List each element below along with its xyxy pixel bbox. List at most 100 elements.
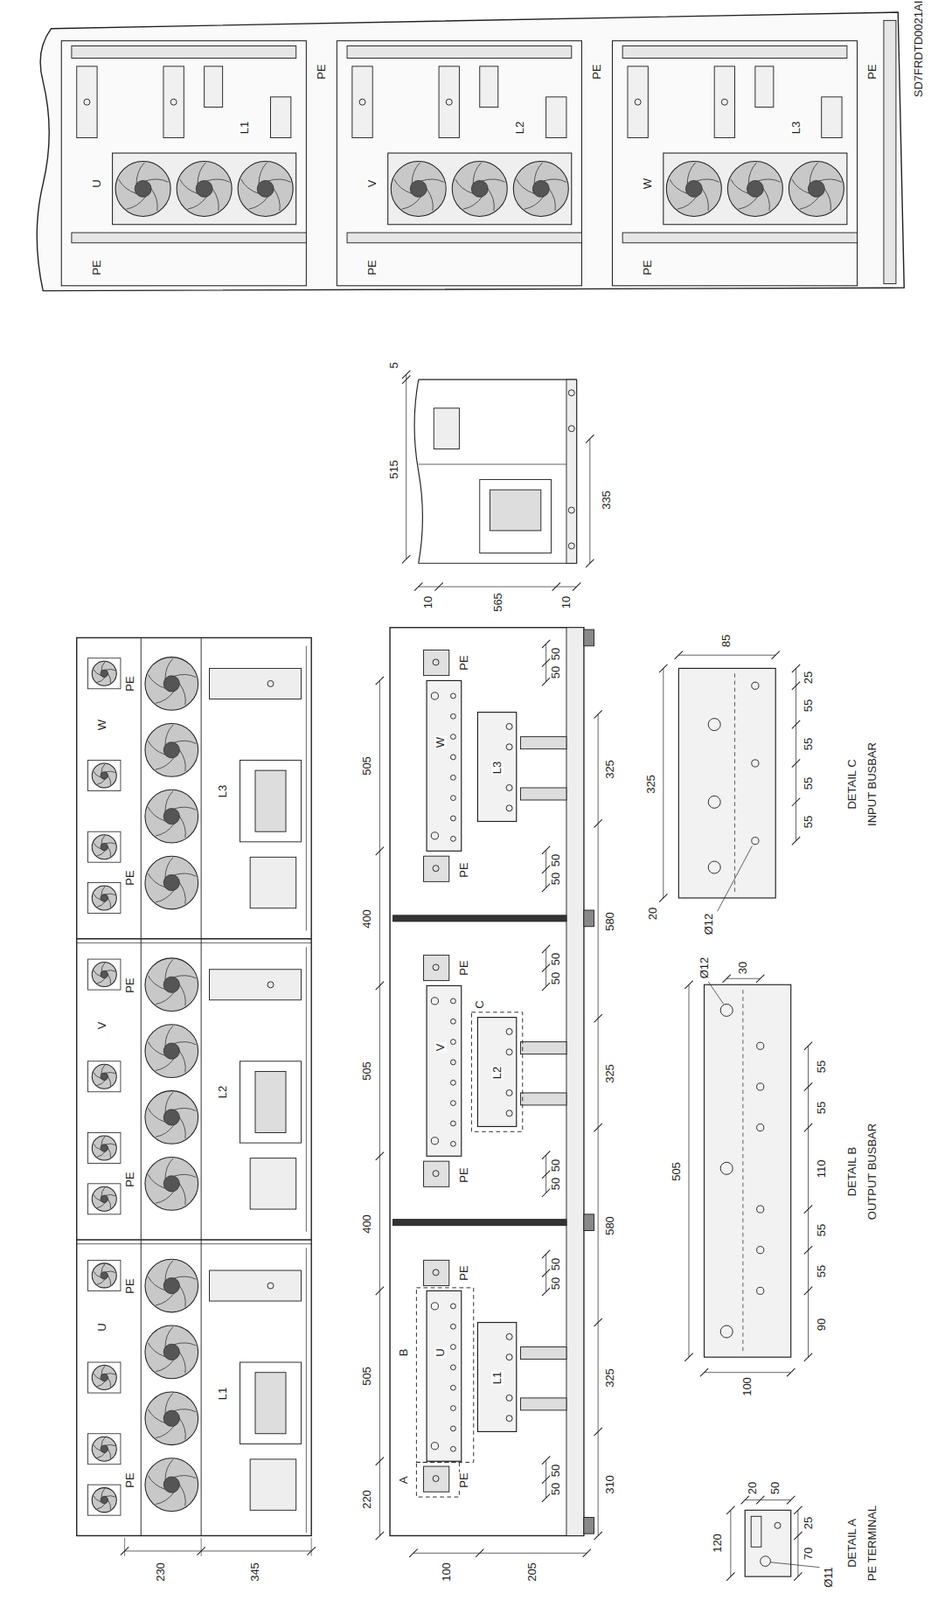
- fan: [145, 958, 199, 1012]
- bolt-hole: [506, 1333, 513, 1340]
- fan-hub: [100, 1271, 108, 1279]
- part-label: L1: [238, 120, 251, 135]
- drawing-line: [375, 1457, 384, 1466]
- part-label: PE: [366, 258, 379, 276]
- part-label: L3: [216, 784, 230, 799]
- fan-blade: [147, 975, 165, 990]
- fan-blade: [97, 1381, 106, 1387]
- part-label: A: [397, 1475, 410, 1486]
- fan-blade: [824, 188, 831, 211]
- fan-blade: [105, 970, 117, 972]
- bolt-hole: [720, 1325, 733, 1338]
- pe-terminal: [423, 855, 450, 882]
- dimension-label: 50: [769, 1480, 782, 1495]
- drawing-part: [76, 66, 98, 139]
- drawing-line: [76, 1243, 312, 1244]
- fan-blade: [107, 673, 111, 683]
- bolt-hole: [634, 98, 641, 105]
- dimension-label: 50: [549, 646, 563, 661]
- bolt-hole: [506, 743, 513, 751]
- dimension-label: 220: [361, 1488, 374, 1510]
- input-busbar: [678, 667, 776, 898]
- part-label: U: [90, 178, 104, 188]
- bolt-hole: [450, 1079, 456, 1085]
- fan-blade: [93, 1143, 102, 1150]
- dimension-label: 70: [802, 1546, 815, 1561]
- fan-blade: [107, 1377, 111, 1388]
- drawing-part: [520, 1092, 567, 1105]
- fan-hub: [100, 669, 108, 677]
- fan-blade: [101, 1187, 105, 1197]
- bolt-hole: [430, 997, 438, 1005]
- detail-title: SD7FRDTD0021AI: [912, 0, 925, 98]
- bolt-hole: [506, 1415, 513, 1422]
- bolt-hole: [430, 692, 438, 700]
- bolt-hole: [450, 1018, 456, 1024]
- fan-blade: [455, 179, 473, 194]
- drawing-line: [793, 1571, 802, 1580]
- fan-blade: [173, 1107, 196, 1111]
- drawing-line: [793, 1531, 802, 1540]
- cabinet-outline: [389, 627, 584, 1536]
- fan: [91, 763, 117, 788]
- drawing-part: [250, 1158, 297, 1209]
- drawing-line: [726, 1571, 735, 1580]
- bolt-hole: [450, 1364, 456, 1370]
- drawing-line: [786, 1368, 795, 1376]
- bolt-hole: [506, 1028, 513, 1035]
- drawing-part: [239, 759, 301, 841]
- cabinet-outline: [36, 12, 904, 292]
- drawing-line: [804, 1123, 813, 1132]
- part-label: V: [366, 179, 379, 189]
- drawing-line: [585, 559, 594, 568]
- fan-blade: [155, 757, 174, 770]
- drawing-line: [674, 651, 683, 660]
- fan-blade: [155, 1058, 174, 1071]
- fan-blade: [534, 162, 542, 184]
- fan-blade: [155, 1125, 174, 1138]
- fan-guard: [88, 882, 121, 914]
- fan-guard: [88, 1061, 121, 1092]
- drawing-line: [572, 582, 581, 591]
- part-label: PE: [458, 958, 471, 976]
- fan-blade: [701, 188, 709, 211]
- drawing-line: [541, 846, 550, 855]
- drawing-line: [414, 582, 423, 591]
- bolt-hole: [757, 1124, 765, 1132]
- drawing-part: [520, 1397, 567, 1411]
- drawing-line: [593, 1014, 602, 1022]
- dimension-label: 90: [815, 1317, 828, 1332]
- part-label: PE: [124, 1471, 137, 1488]
- dimension-label: 50: [549, 1275, 563, 1290]
- break-line: [414, 379, 423, 563]
- drawing-part: [520, 1347, 567, 1360]
- bolt-hole: [450, 795, 456, 801]
- pe-terminal: [423, 1466, 450, 1492]
- part-label: PE: [124, 976, 137, 994]
- drawing-line: [804, 1286, 813, 1295]
- fan-blade: [97, 1151, 106, 1157]
- fan-hub: [163, 874, 180, 890]
- dimension-label: 55: [802, 698, 815, 713]
- fan-blade: [101, 764, 105, 774]
- fan-blade: [118, 179, 137, 194]
- fan-blade: [147, 1042, 165, 1057]
- fan-blade: [179, 1050, 186, 1072]
- bolt-hole: [450, 1384, 456, 1390]
- fan-guard: [88, 831, 121, 862]
- fan-blade: [173, 1174, 196, 1177]
- bolt-hole: [450, 1140, 456, 1147]
- fan-blade: [207, 179, 230, 182]
- drawing-line: [402, 375, 410, 383]
- detail-mark: [471, 1012, 522, 1133]
- bolt-hole: [432, 865, 439, 872]
- fan-hub: [100, 1144, 108, 1152]
- fan-blade: [101, 661, 105, 672]
- bolt-hole: [450, 1445, 456, 1452]
- bolt-hole: [506, 1089, 513, 1096]
- fan-blade: [155, 1359, 174, 1372]
- drawing-line: [585, 434, 594, 443]
- drawing-line: [792, 798, 800, 806]
- bolt-hole: [450, 1425, 456, 1432]
